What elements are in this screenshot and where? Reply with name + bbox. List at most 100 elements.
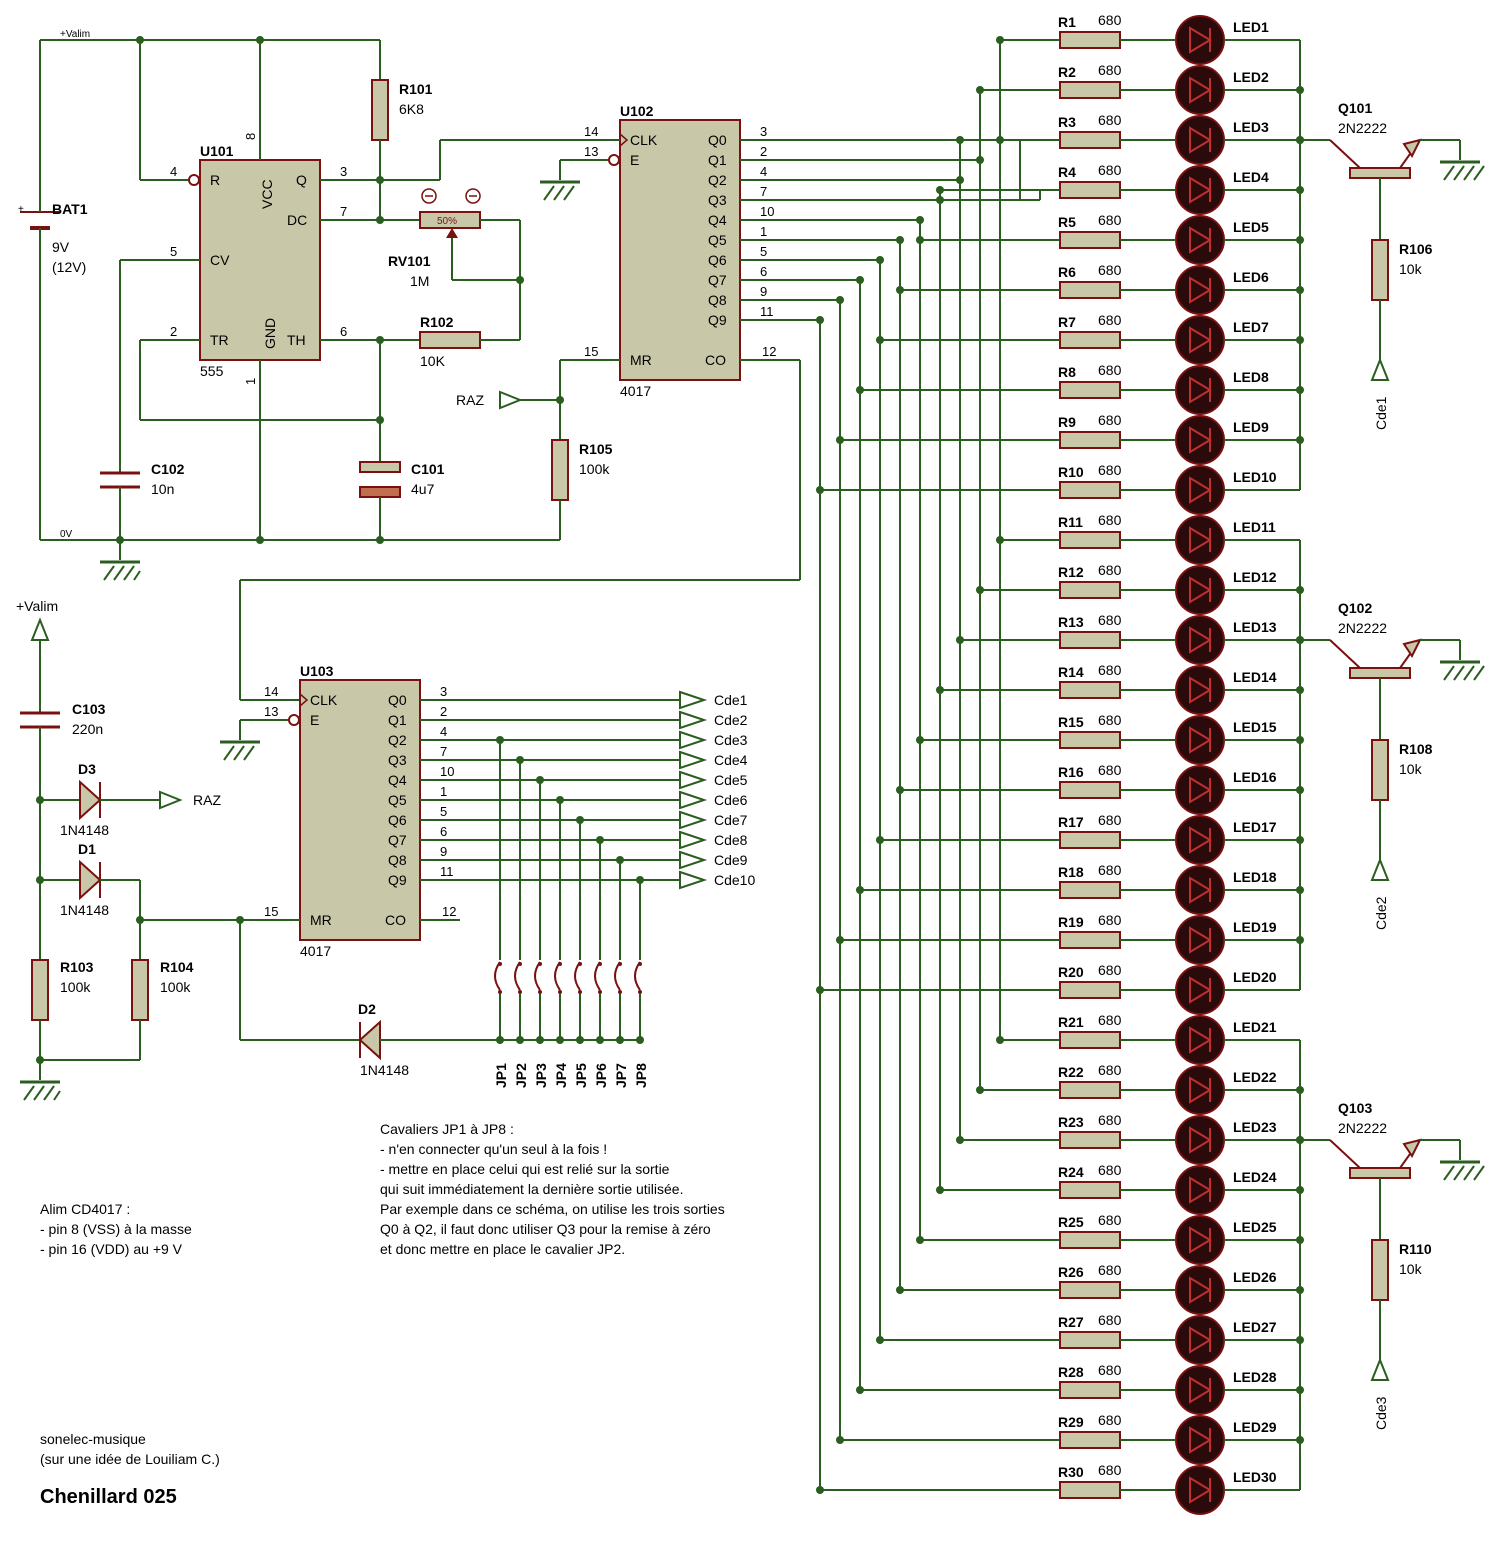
u102-name: U102	[620, 103, 654, 119]
led-resistor-value: 680	[1098, 1462, 1122, 1478]
u102-out-label: Q0	[708, 132, 727, 148]
cde-output-label: Cde7	[714, 812, 748, 828]
note-line: et donc mettre en place le cavalier JP2.	[380, 1241, 625, 1257]
u103-out-num: 7	[440, 744, 447, 759]
led-resistor	[1059, 981, 1121, 999]
u102-out-label: Q6	[708, 252, 727, 268]
c101-name: C101	[411, 461, 445, 477]
u101-num-2: 2	[170, 324, 177, 339]
transistor-name: Q102	[1338, 600, 1372, 616]
cde-output-label: Cde5	[714, 772, 748, 788]
u102-out-label: Q2	[708, 172, 727, 188]
raz-label: RAZ	[456, 392, 484, 408]
led-resistor-name: R26	[1058, 1264, 1084, 1280]
rv101-name: RV101	[388, 253, 431, 269]
led-resistor-name: R14	[1058, 664, 1084, 680]
cde-output-terminal	[679, 690, 708, 710]
led-resistor-name: R20	[1058, 964, 1084, 980]
u103-out-label: Q3	[388, 752, 407, 768]
led-resistor-value: 680	[1098, 612, 1122, 628]
cde-output-terminal	[679, 730, 708, 750]
led-name: LED25	[1233, 1219, 1277, 1235]
led-resistor-name: R21	[1058, 1014, 1084, 1030]
u101-num-3: 3	[340, 164, 347, 179]
transistor-type: 2N2222	[1338, 120, 1387, 136]
led-name: LED13	[1233, 619, 1277, 635]
cde-output-terminal	[679, 770, 708, 790]
u103-out-label: Q6	[388, 812, 407, 828]
cde-output-terminal	[679, 870, 708, 890]
c102-value: 10n	[151, 481, 174, 497]
led-resistor	[1059, 531, 1121, 549]
u102-out-label: Q3	[708, 192, 727, 208]
cde-output-label: Cde6	[714, 792, 748, 808]
led-resistor-name: R9	[1058, 414, 1076, 430]
u102-pin-clk: CLK	[630, 132, 658, 148]
c103-name: C103	[72, 701, 106, 717]
led-resistor	[1059, 631, 1121, 649]
r102-name: R102	[420, 314, 454, 330]
u101-pin-gnd: GND	[262, 318, 278, 349]
r105-name: R105	[579, 441, 613, 457]
u103-pin-mr: MR	[310, 912, 332, 928]
zero-v-label: 0V	[60, 529, 73, 540]
led-resistor	[1059, 681, 1121, 699]
transistor-type: 2N2222	[1338, 620, 1387, 636]
r101-value: 6K8	[399, 101, 424, 117]
led-name: LED19	[1233, 919, 1277, 935]
note-line: Cavaliers JP1 à JP8 :	[380, 1121, 514, 1137]
led-name: LED30	[1233, 1469, 1277, 1485]
led-icon	[1175, 1365, 1225, 1415]
rv101-value: 1M	[410, 273, 429, 289]
led-name: LED10	[1233, 469, 1277, 485]
r102-value: 10K	[420, 353, 446, 369]
led-resistor-name: R15	[1058, 714, 1084, 730]
led-icon	[1175, 115, 1225, 165]
u101-num-6: 6	[340, 324, 347, 339]
transistor-drivers: Q1012N2222R10610kCde1Q1022N2222R10810kCd…	[1296, 100, 1485, 1430]
c103-value: 220n	[72, 721, 103, 737]
led-resistor-value: 680	[1098, 862, 1122, 878]
led-resistor-name: R4	[1058, 164, 1076, 180]
led-icon	[1175, 715, 1225, 765]
led-resistor-value: 680	[1098, 262, 1122, 278]
cde-output-label: Cde10	[714, 872, 755, 888]
led-icon	[1175, 1165, 1225, 1215]
u103-pin-co: CO	[385, 912, 406, 928]
led-resistor-name: R30	[1058, 1464, 1084, 1480]
led-resistor-value: 680	[1098, 712, 1122, 728]
transistor-base-resistor-value: 10k	[1399, 261, 1423, 277]
u103-out-num: 9	[440, 844, 447, 859]
led-name: LED29	[1233, 1419, 1277, 1435]
d3-value: 1N4148	[60, 822, 109, 838]
transistor-name: Q103	[1338, 1100, 1372, 1116]
u103-out-num: 5	[440, 804, 447, 819]
led-icon	[1175, 965, 1225, 1015]
d1-name: D1	[78, 841, 96, 857]
led-resistor-name: R3	[1058, 114, 1076, 130]
u103-out-num: 10	[440, 764, 454, 779]
c101-value: 4u7	[411, 481, 435, 497]
power-rails: +Valim 0V	[39, 29, 560, 541]
u103-out-label: Q0	[388, 692, 407, 708]
led-icon	[1175, 765, 1225, 815]
led-resistor-value: 680	[1098, 662, 1122, 678]
jumper-label: JP1	[493, 1063, 509, 1088]
bat-name: BAT1	[52, 201, 88, 217]
r101-name: R101	[399, 81, 433, 97]
u103-num-12: 12	[442, 904, 456, 919]
led-icon	[1175, 565, 1225, 615]
led-resistor-value: 680	[1098, 112, 1122, 128]
led-icon	[1175, 1315, 1225, 1365]
led-name: LED23	[1233, 1119, 1277, 1135]
u102-out-label: Q9	[708, 312, 727, 328]
led-name: LED6	[1233, 269, 1269, 285]
led-resistor-name: R24	[1058, 1164, 1084, 1180]
alim-line: - pin 8 (VSS) à la masse	[40, 1221, 192, 1237]
u101-num-5: 5	[170, 244, 177, 259]
cde-output-label: Cde1	[714, 692, 748, 708]
led-resistor	[1059, 1381, 1121, 1399]
jumper-label: JP7	[613, 1063, 629, 1088]
